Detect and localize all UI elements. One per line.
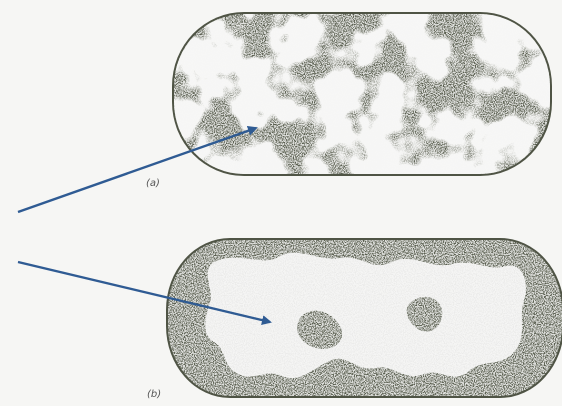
cell-b [166,238,562,398]
panel-label-b: (b) [147,389,161,400]
cell-a [172,12,552,176]
panel-label-a: (a) [146,178,160,189]
